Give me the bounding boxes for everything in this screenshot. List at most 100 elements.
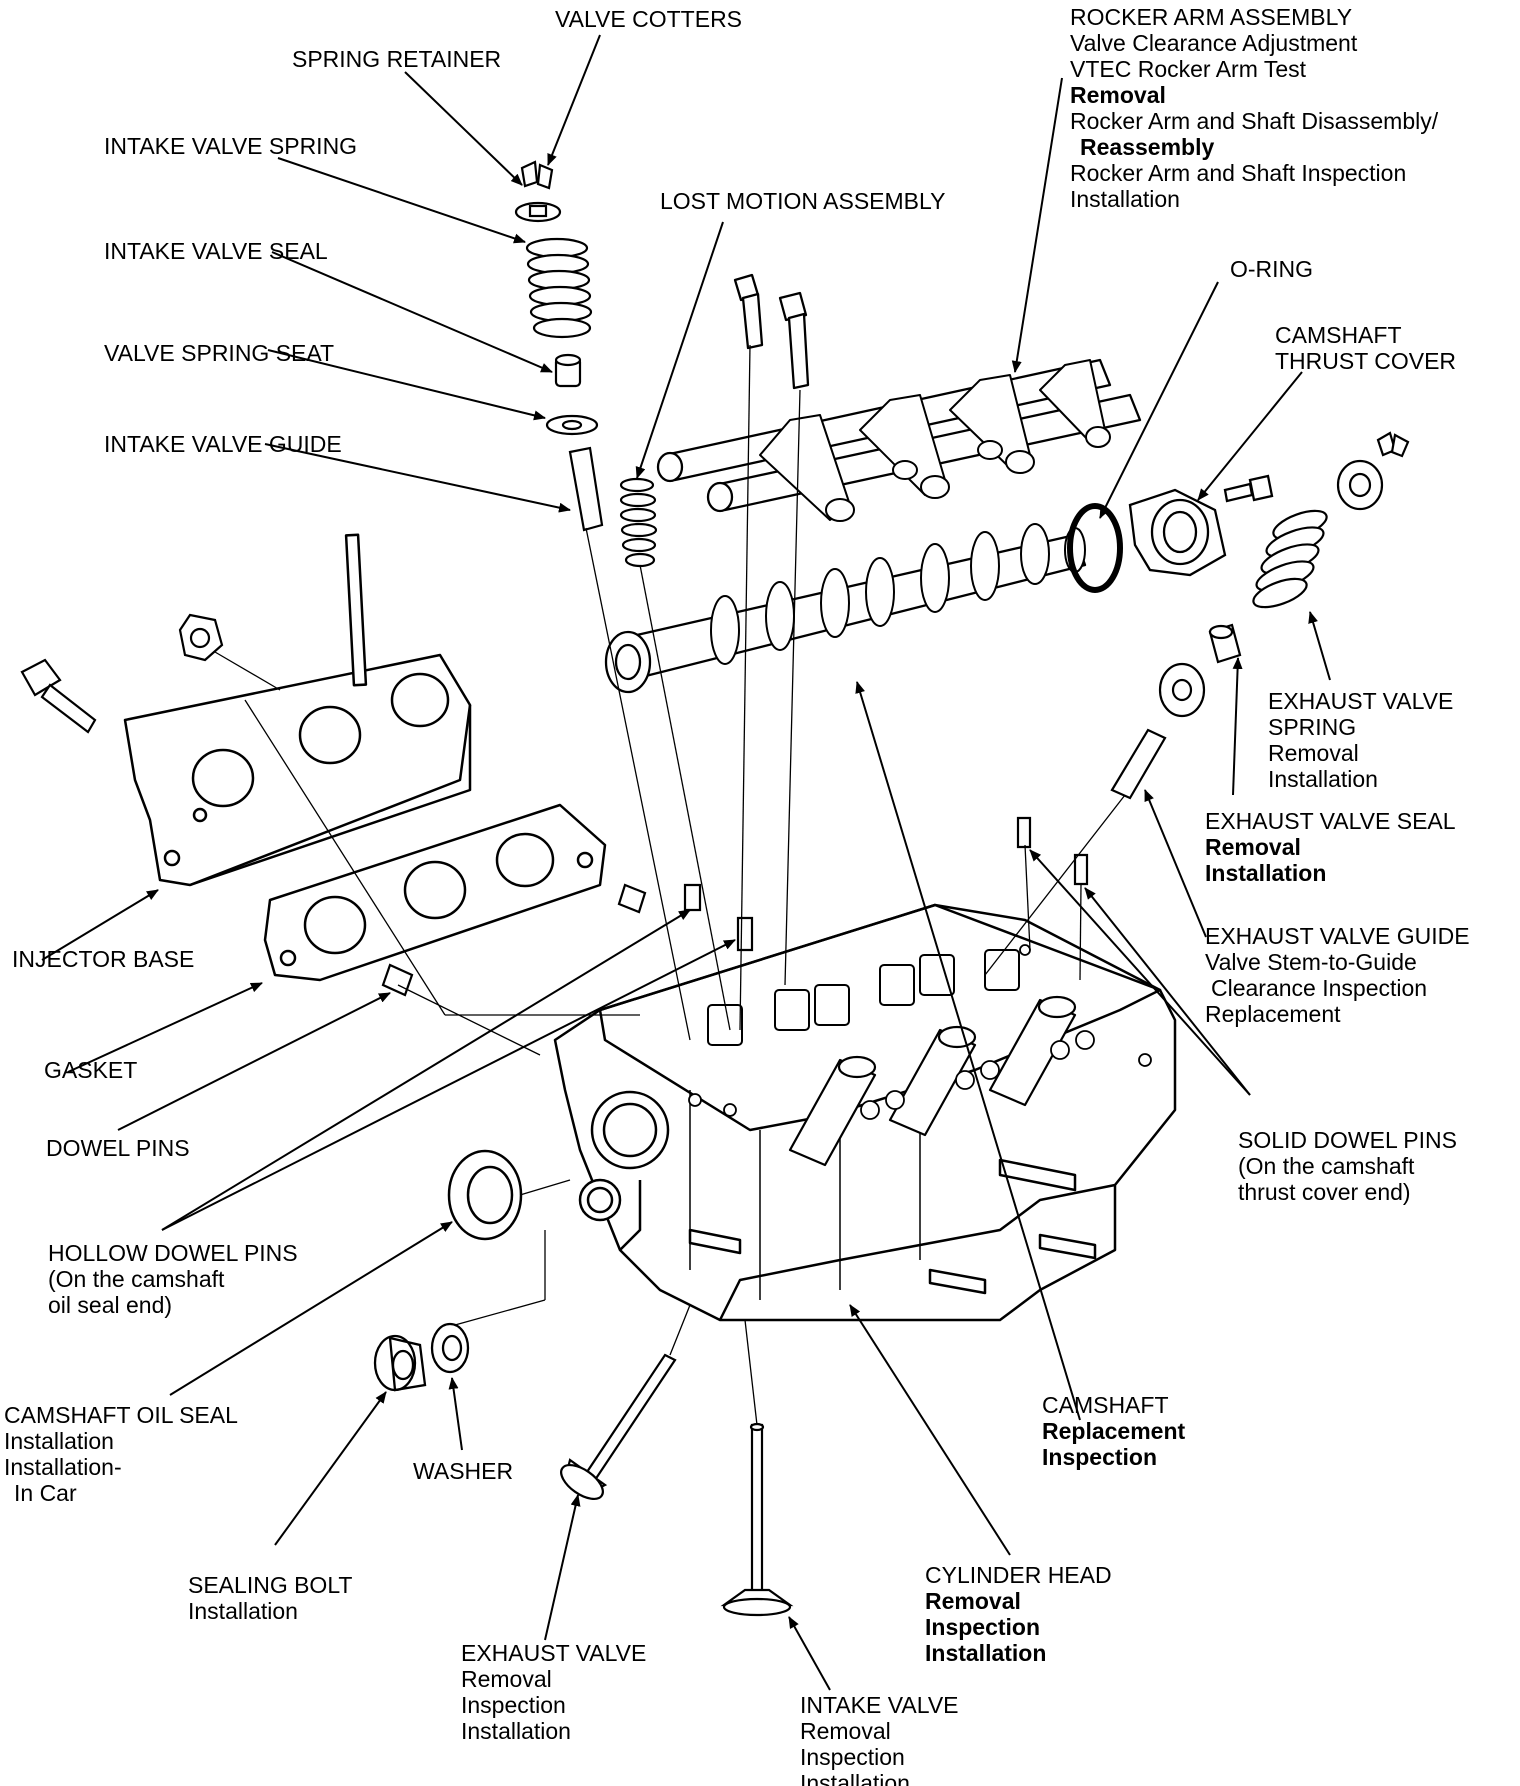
valve-spring-seat-title: VALVE SPRING SEAT [104,340,335,366]
intake-valve-seal-label: INTAKE VALVE SEAL [104,238,328,264]
intake-valve-stack-parts [514,160,604,532]
solid-dowel-pins-note-2: thrust cover end) [1238,1179,1411,1205]
intake-valve-installation-text: Installation [800,1770,910,1786]
o-ring-label: O-RING [1230,256,1313,282]
sealing-bolt-title: SEALING BOLT [188,1572,353,1598]
solid-dowel-pins-label: SOLID DOWEL PINS (On the camshaft thrust… [1238,1127,1457,1205]
exhaust-valve-guide-stem-text: Valve Stem-to-Guide [1205,949,1417,975]
camshaft-oil-seal-installation-in-car-text: Installation- [4,1454,122,1480]
exhaust-valve-guide-label: EXHAUST VALVE GUIDE Valve Stem-to-Guide … [1205,923,1470,1027]
exhaust-valve-installation-text: Installation [461,1718,571,1744]
intake-valve-guide-title: INTAKE VALVE GUIDE [104,431,342,457]
exhaust-valve-seal-removal-text: Removal [1205,834,1301,860]
sealing-bolt-part [373,1334,427,1392]
injector-base-title: INJECTOR BASE [12,946,195,972]
rocker-arm-installation-text: Installation [1070,186,1180,212]
rocker-arm-assembly-title: ROCKER ARM ASSEMBLY [1070,4,1353,30]
injector-base-part [123,533,472,887]
exhaust-valve-label: EXHAUST VALVE Removal Inspection Install… [461,1640,646,1744]
hollow-dowel-pins-note-2: oil seal end) [48,1292,173,1318]
cylinder-head-removal-text: Removal [925,1588,1021,1614]
exhaust-valve-inspection-text: Inspection [461,1692,566,1718]
exhaust-valve-seal-label: EXHAUST VALVE SEAL Removal Installation [1205,808,1456,886]
o-ring-title: O-RING [1230,256,1314,282]
exhaust-valve-spring-title-2: SPRING [1268,714,1357,740]
rocker-arm-assembly-part [656,273,1142,522]
camshaft-thrust-cover-label: CAMSHAFT THRUST COVER [1275,322,1456,374]
intake-valve-spring-title: INTAKE VALVE SPRING [104,133,358,159]
valve-cotters-title: VALVE COTTERS [555,6,743,32]
dowel-pins-title: DOWEL PINS [46,1135,190,1161]
exhaust-valve-removal-text: Removal [461,1666,552,1692]
gasket-title: GASKET [44,1057,138,1083]
exhaust-valve-stack-parts [1110,431,1410,800]
sealing-bolt-label: SEALING BOLT Installation [188,1572,352,1624]
hollow-dowel-pins-label: HOLLOW DOWEL PINS (On the camshaft oil s… [48,1240,298,1318]
exhaust-valve-part [560,1353,677,1501]
solid-dowel-pins-note-1: (On the camshaft [1238,1153,1415,1179]
intake-valve-seal-title: INTAKE VALVE SEAL [104,238,328,264]
camshaft-inspection-text: Inspection [1042,1444,1158,1470]
exhaust-valve-spring-label: EXHAUST VALVE SPRING Removal Installatio… [1268,688,1453,792]
rocker-arm-reassembly-text: Reassembly [1080,134,1215,160]
intake-valve-label: INTAKE VALVE Removal Inspection Installa… [800,1692,959,1786]
exhaust-valve-title: EXHAUST VALVE [461,1640,647,1666]
camshaft-label: CAMSHAFT Replacement Inspection [1042,1392,1185,1470]
leader-lines [41,34,1331,1691]
camshaft-thrust-cover-title-2: THRUST COVER [1275,348,1457,374]
exhaust-valve-spring-installation-text: Installation [1268,766,1378,792]
rocker-arm-valve-clearance-text: Valve Clearance Adjustment [1070,30,1358,56]
spring-retainer-title: SPRING RETAINER [292,46,502,72]
camshaft-oil-seal-part [447,1149,523,1241]
valve-spring-seat-label: VALVE SPRING SEAT [104,340,334,366]
rocker-arm-inspection-text: Rocker Arm and Shaft Inspection [1070,160,1407,186]
exhaust-valve-guide-clearance-text: Clearance Inspection [1211,975,1428,1001]
injector-base-nut-part [178,613,224,662]
camshaft-oil-seal-installation-text: Installation [4,1428,114,1454]
camshaft-oil-seal-in-car-text: In Car [14,1480,77,1506]
rocker-arm-assembly-label: ROCKER ARM ASSEMBLY Valve Clearance Adju… [1070,4,1438,212]
intake-valve-spring-label: INTAKE VALVE SPRING [104,133,357,159]
cylinder-head-label: CYLINDER HEAD Removal Inspection Install… [925,1562,1112,1666]
gasket-part [263,803,607,982]
dowel-pin-parts [381,816,1089,997]
intake-valve-part [720,1422,794,1617]
intake-valve-removal-text: Removal [800,1718,891,1744]
washer-label: WASHER [413,1458,513,1484]
cylinder-head-part [553,903,1177,1322]
cylinder-head-inspection-text: Inspection [925,1614,1041,1640]
lost-motion-assembly-part [619,477,658,568]
camshaft-thrust-cover-title-1: CAMSHAFT [1275,322,1402,348]
exhaust-valve-guide-title: EXHAUST VALVE GUIDE [1205,923,1470,949]
dowel-pins-label: DOWEL PINS [46,1135,190,1161]
hollow-dowel-pins-note-1: (On the camshaft [48,1266,225,1292]
exhaust-valve-spring-removal-text: Removal [1268,740,1359,766]
washer-title: WASHER [413,1458,514,1484]
solid-dowel-pins-title: SOLID DOWEL PINS [1238,1127,1457,1153]
exhaust-valve-guide-replacement-text: Replacement [1205,1001,1341,1027]
washer-part [430,1322,470,1374]
camshaft-title: CAMSHAFT [1042,1392,1169,1418]
lost-motion-assembly-label: LOST MOTION ASSEMBLY [660,188,945,214]
rocker-arm-removal-text: Removal [1070,82,1166,108]
exhaust-valve-seal-installation-text: Installation [1205,860,1327,886]
camshaft-oil-seal-label: CAMSHAFT OIL SEAL Installation Installat… [4,1402,238,1506]
hollow-dowel-pins-title: HOLLOW DOWEL PINS [48,1240,298,1266]
intake-valve-title: INTAKE VALVE [800,1692,959,1718]
camshaft-oil-seal-title: CAMSHAFT OIL SEAL [4,1402,238,1428]
injector-base-bolt-part [20,658,97,734]
camshaft-part [604,523,1087,694]
gasket-label: GASKET [44,1057,137,1083]
rocker-arm-vtec-test-text: VTEC Rocker Arm Test [1070,56,1307,82]
rocker-arm-disassembly-text: Rocker Arm and Shaft Disassembly/ [1070,108,1439,134]
exhaust-valve-spring-title-1: EXHAUST VALVE [1268,688,1454,714]
cylinder-head-title: CYLINDER HEAD [925,1562,1112,1588]
o-ring-part [1067,503,1123,593]
camshaft-replacement-text: Replacement [1042,1418,1186,1444]
spring-retainer-label: SPRING RETAINER [292,46,501,72]
injector-base-label: INJECTOR BASE [12,946,194,972]
exhaust-valve-seal-title: EXHAUST VALVE SEAL [1205,808,1456,834]
intake-valve-guide-label: INTAKE VALVE GUIDE [104,431,342,457]
